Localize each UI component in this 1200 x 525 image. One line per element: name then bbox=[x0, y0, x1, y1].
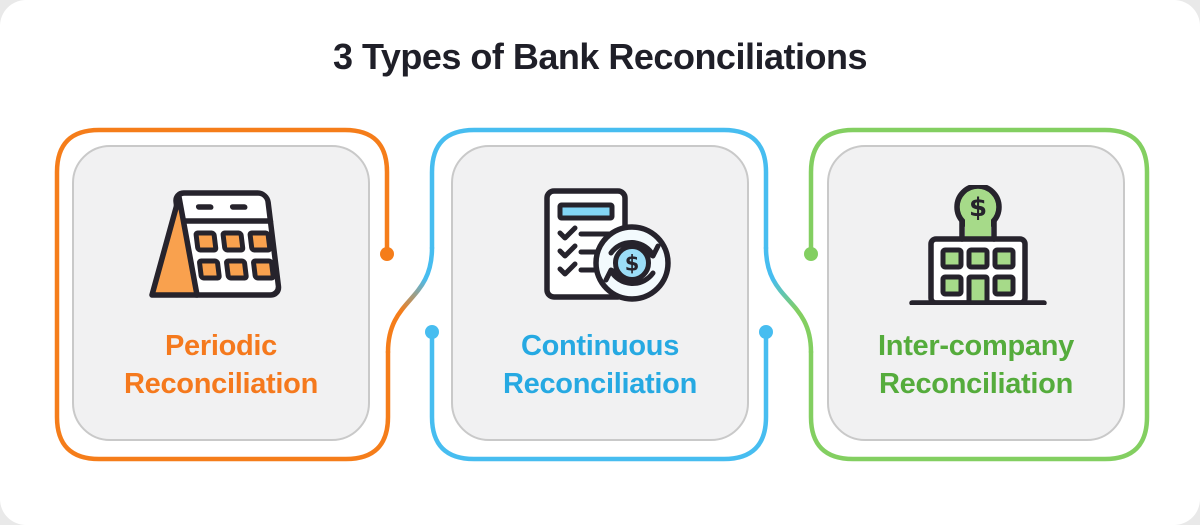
dollar-sign: $ bbox=[969, 193, 987, 223]
dollar-circle bbox=[613, 244, 651, 282]
page-title: 3 Types of Bank Reconciliations bbox=[333, 36, 867, 77]
document-refresh-dollar-icon: $ bbox=[527, 185, 677, 305]
connector-scurve-blue-green bbox=[763, 245, 814, 355]
refresh-arrow-top bbox=[608, 240, 656, 258]
card-continuous-reconciliation: $ Continuous Reconciliation bbox=[451, 145, 749, 441]
border-path-card3-green bbox=[808, 127, 1150, 462]
connector-dot-blue-left bbox=[425, 325, 439, 339]
building-window bbox=[940, 247, 964, 270]
checkmark bbox=[557, 243, 578, 259]
card-label-line: Continuous bbox=[520, 330, 680, 362]
building-window bbox=[992, 247, 1016, 270]
bank-building-dollar-icon: $ bbox=[903, 183, 1053, 306]
calendar-day-cell bbox=[197, 258, 222, 281]
connector-scurve-orange-blue bbox=[385, 245, 435, 355]
calendar-day-cell bbox=[224, 258, 249, 281]
card-label-line: Periodic bbox=[164, 330, 278, 362]
card-label-line: Reconciliation bbox=[879, 368, 1073, 400]
building-door bbox=[966, 274, 990, 306]
connector-dot-blue-right bbox=[759, 325, 773, 339]
coin-slot-fill bbox=[965, 211, 991, 241]
building-window bbox=[940, 274, 964, 297]
calendar-day-cell bbox=[193, 230, 219, 253]
calendar-side-panel bbox=[149, 194, 200, 298]
card-periodic-reconciliation: Periodic Reconciliation bbox=[72, 145, 370, 441]
calendar-day-cell bbox=[251, 258, 276, 281]
calendar-day-cell bbox=[220, 230, 246, 253]
calendar-icon bbox=[148, 185, 298, 305]
card-periodic-label: Periodic Reconciliation bbox=[74, 327, 368, 403]
connector-dot-green bbox=[804, 247, 818, 261]
border-path-card2-bottom-blue bbox=[429, 329, 769, 462]
checkmark bbox=[557, 225, 578, 241]
border-path-card2-blue bbox=[429, 127, 769, 251]
calendar-day-cell bbox=[247, 230, 273, 253]
connector-dot-orange bbox=[380, 247, 394, 261]
border-path-card1-orange bbox=[54, 127, 391, 462]
card-label-line: Inter-company bbox=[878, 330, 1074, 362]
checkmark bbox=[557, 261, 578, 277]
card-label-line: Reconciliation bbox=[124, 368, 318, 400]
card-continuous-label: Continuous Reconciliation bbox=[453, 327, 747, 403]
building-window bbox=[966, 247, 990, 270]
card-intercompany-label: Inter-company Reconciliation bbox=[829, 327, 1123, 403]
card-label-line: Reconciliation bbox=[503, 368, 697, 400]
building-window bbox=[992, 274, 1016, 297]
card-intercompany-reconciliation: $ Inter-company Reconciliation bbox=[827, 145, 1125, 441]
refresh-arrow-bottom bbox=[608, 268, 656, 286]
dollar-sign: $ bbox=[625, 252, 640, 276]
document-title-bar bbox=[557, 202, 615, 221]
